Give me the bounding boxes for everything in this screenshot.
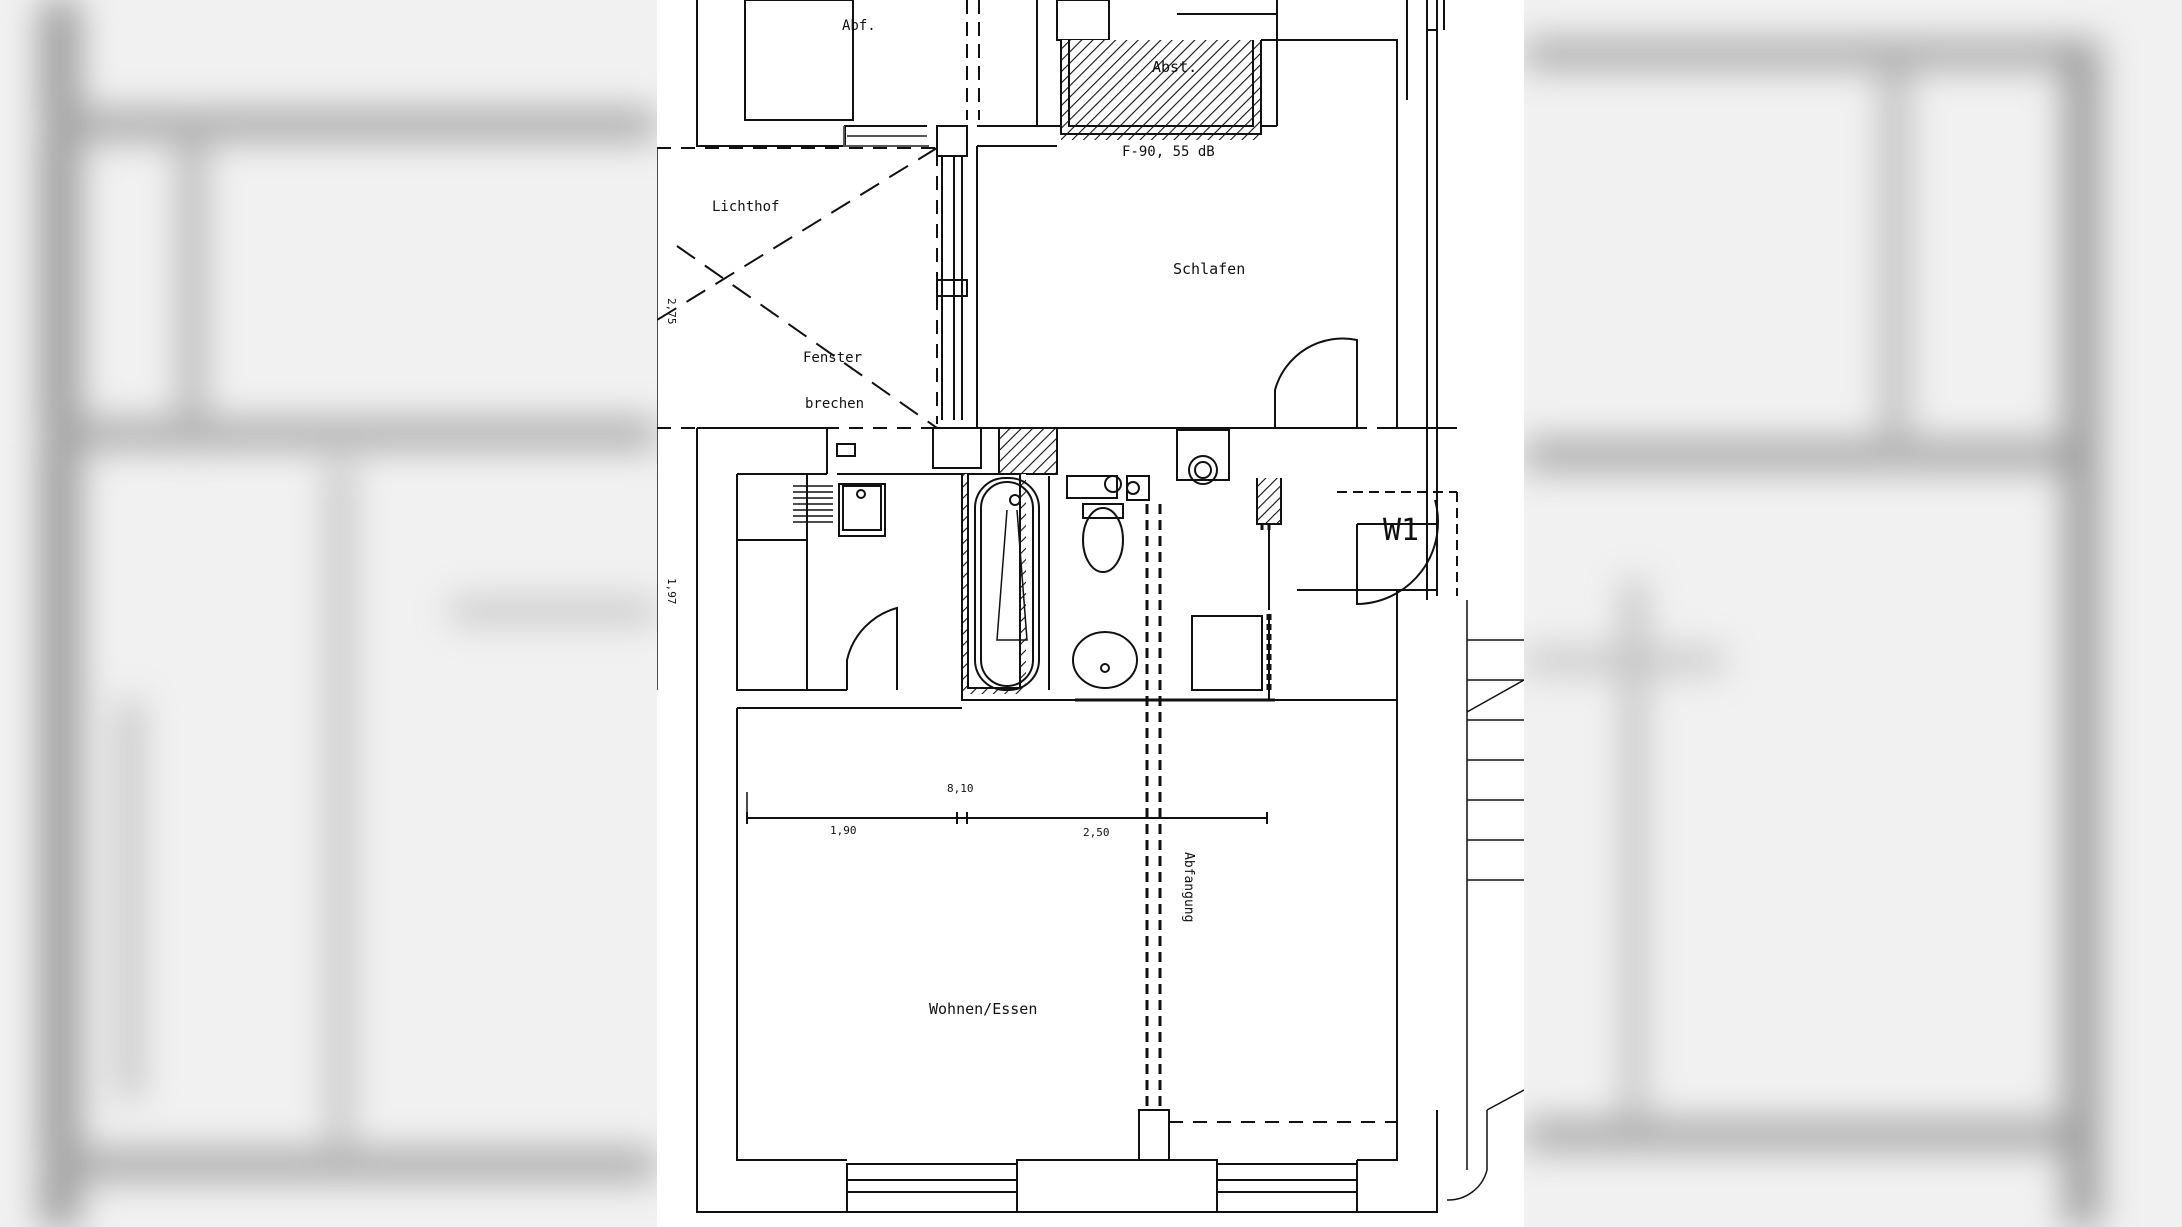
chimney-hatched — [998, 427, 1058, 475]
wall-top-left — [696, 0, 927, 147]
blurred-background-left — [0, 0, 657, 1227]
dim-total-width: 8,10 — [947, 782, 974, 795]
label-abfangung: Abfangung — [1181, 852, 1196, 922]
kitchen-door — [846, 606, 898, 690]
toilet — [1082, 507, 1124, 573]
dim-segment-left: 1,90 — [830, 824, 857, 837]
lichthof-diagonal-1 — [657, 147, 938, 321]
living-walls — [736, 708, 847, 1161]
washbasin — [1072, 631, 1138, 689]
window-bottom-left — [846, 1163, 1018, 1213]
storage-box — [1191, 615, 1263, 691]
label-fenster: Fenster — [803, 350, 862, 366]
outer-wall-left — [696, 428, 847, 1213]
dim-lower-height: 1,97 — [665, 578, 678, 605]
label-abf: Abf. — [842, 18, 876, 34]
label-fire-rating: F-90, 55 dB — [1122, 144, 1215, 160]
entrance-door — [1356, 499, 1440, 606]
label-w1: W1 — [1383, 513, 1419, 548]
label-wohnen-essen: Wohnen/Essen — [929, 1000, 1037, 1018]
dim-lichthof-height: 2,75 — [665, 298, 678, 325]
bedroom-walls — [976, 146, 1367, 429]
label-abst: Abst. — [1152, 58, 1197, 76]
room-abf-outline — [744, 0, 854, 121]
kitchen-sink — [838, 483, 886, 537]
dim-segment-right: 2,50 — [1083, 826, 1110, 839]
kitchen-walls — [736, 474, 847, 691]
label-brechen: brechen — [805, 396, 864, 412]
boiler-box — [1176, 429, 1230, 481]
floor-plan-image: Abf. Abst. F-90, 55 dB Lichthof Schlafen… — [657, 0, 1524, 1227]
staircase-steps — [1467, 639, 1524, 881]
lichthof-diagonal-2 — [676, 245, 938, 429]
bedroom-door — [1274, 337, 1358, 428]
window-lichthof — [941, 156, 963, 420]
label-schlafen: Schlafen — [1173, 260, 1245, 278]
window-bottom-right — [1216, 1163, 1358, 1213]
label-lichthof: Lichthof — [712, 199, 779, 215]
bathtub — [974, 477, 1040, 691]
blurred-background-right — [1524, 0, 2181, 1227]
